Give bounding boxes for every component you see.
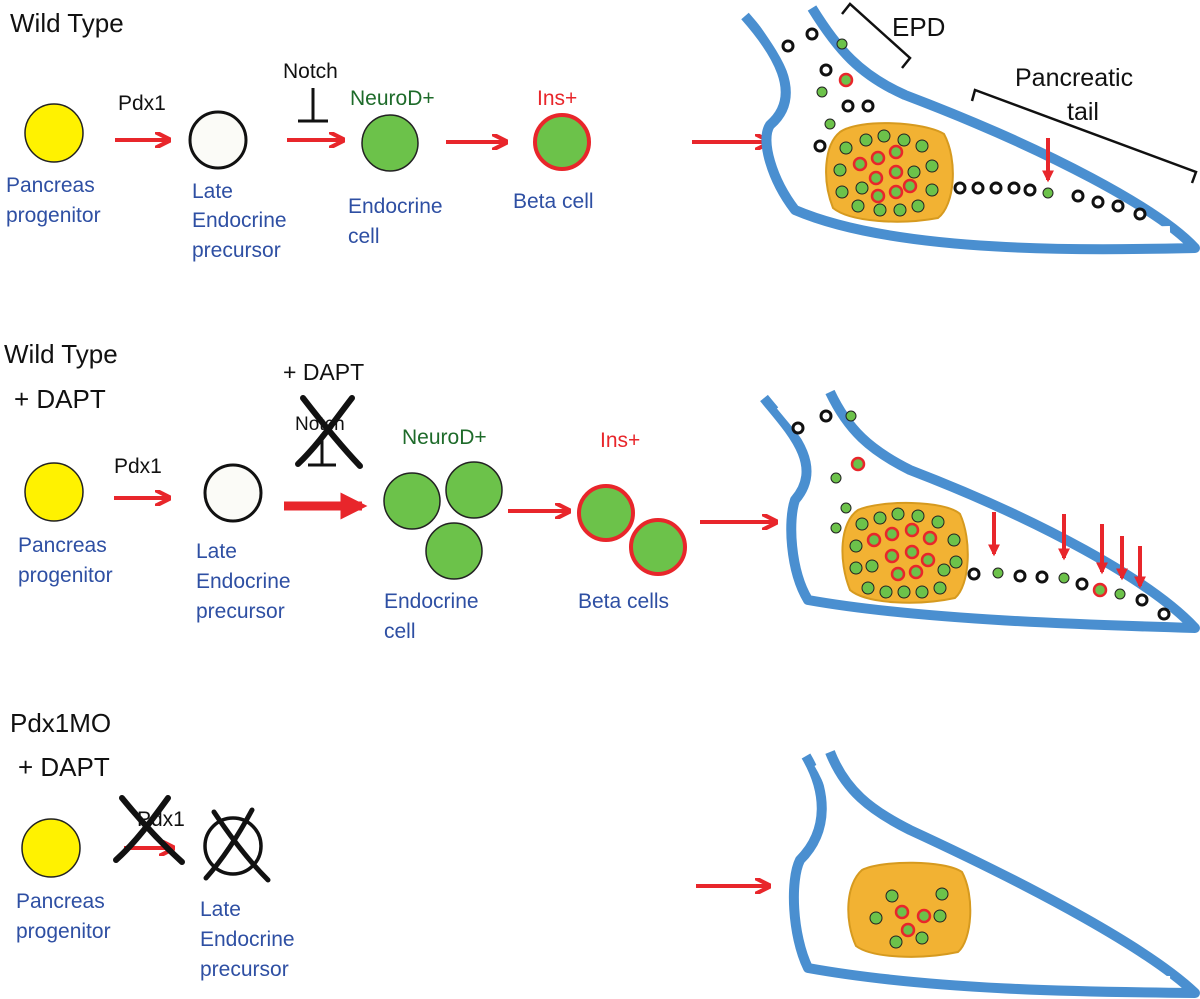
panel-wild-type: Wild Type Pancreas progenitor Pdx1 Late … [6, 2, 1200, 262]
islet-endocrine-cells [869, 887, 949, 949]
panel-title-1: Pdx1MO [10, 708, 111, 738]
precursor-label-1: Late [192, 180, 233, 203]
endocrine-label-1: Endocrine [384, 590, 479, 613]
beta-cell-2 [629, 518, 687, 576]
progenitor-label-2: progenitor [6, 204, 101, 227]
ins-label: Ins+ [537, 87, 577, 110]
islet-beta-cells [852, 144, 918, 204]
duct-outline [741, 5, 1200, 255]
duct-lumen [776, 403, 1171, 618]
duct-precursor-cells [791, 409, 1171, 621]
endocrine-label-2: cell [348, 225, 380, 248]
duct-outline [788, 750, 1200, 998]
precursor-label-1: Late [200, 898, 241, 921]
duct-beta-cells [850, 456, 1108, 598]
tail-label-1: Pancreatic [1015, 64, 1133, 92]
endocrine-cell [361, 114, 419, 172]
duct-lumen [758, 19, 1171, 235]
islet-endocrine-cells [849, 507, 963, 599]
endocrine-cell-3 [425, 522, 483, 580]
panel-pdx1mo-dapt: Pdx1MO + DAPT Pancreas progenitor Pdx1 L… [10, 708, 1200, 998]
beta-cell-1 [577, 484, 635, 542]
precursor-label-3: precursor [192, 239, 281, 262]
panel-title-1: Wild Type [4, 339, 118, 369]
islet-endocrine-cells [833, 129, 939, 217]
neurod-label: NeuroD+ [350, 87, 435, 110]
endocrine-cell-2 [445, 461, 503, 519]
ins-label: Ins+ [600, 429, 640, 452]
pancreas-progenitor-cell [21, 818, 81, 878]
precursor-label-3: precursor [196, 600, 285, 623]
islet [847, 861, 972, 958]
notch-inhibition-symbol [298, 88, 328, 123]
pdx1-label: Pdx1 [118, 92, 166, 115]
precursor-blocked-cross [203, 807, 271, 883]
precursor-label-3: precursor [200, 958, 289, 981]
pancreas-progenitor-cell [24, 462, 84, 522]
precursor-label-2: Endocrine [192, 209, 287, 232]
progenitor-label-1: Pancreas [6, 174, 95, 197]
duct-endocrine-cells [816, 38, 1054, 199]
precursor-label-2: Endocrine [196, 570, 291, 593]
late-endocrine-precursor-cell [203, 463, 263, 523]
progenitor-label-1: Pancreas [18, 534, 107, 557]
duct-endocrine-cells [830, 410, 1126, 600]
tail-label-2: tail [1067, 98, 1099, 126]
endocrine-cell-1 [383, 472, 441, 530]
islet-beta-cells [894, 904, 932, 938]
notch-label: Notch [283, 60, 338, 83]
neurod-label: NeuroD+ [402, 426, 487, 449]
duct-outline [760, 389, 1200, 633]
panel-title-2: + DAPT [14, 384, 106, 414]
late-endocrine-precursor-cell [188, 110, 248, 170]
pdx1-label: Pdx1 [114, 455, 162, 478]
duct-lumen [804, 761, 1171, 984]
pancreas-diagram [760, 389, 1200, 633]
precursor-label-1: Late [196, 540, 237, 563]
endocrine-label-2: cell [384, 620, 416, 643]
duct-beta-cell [838, 72, 854, 88]
progenitor-label-2: progenitor [18, 564, 113, 587]
precursor-label-2: Endocrine [200, 928, 295, 951]
endocrine-label-1: Endocrine [348, 195, 443, 218]
duct-precursor-cells [781, 27, 1147, 221]
neogenesis-arrows [988, 512, 1146, 589]
panel-wild-type-dapt: Wild Type + DAPT Pancreas progenitor Pdx… [4, 339, 1200, 643]
progenitor-label-2: progenitor [16, 920, 111, 943]
progenitor-label-1: Pancreas [16, 890, 105, 913]
panel-title-2: + DAPT [18, 752, 110, 782]
beta-label: Beta cell [513, 190, 594, 213]
panel-title: Wild Type [10, 8, 124, 38]
dapt-label: + DAPT [283, 359, 364, 385]
pancreas-diagram: EPD Pancreatic tail [741, 2, 1200, 255]
pdx1-blocked-cross [113, 795, 185, 865]
epd-label: EPD [892, 12, 945, 42]
islet-beta-cells [866, 522, 938, 582]
pancreas-progenitor-cell [24, 103, 84, 163]
beta-cell [533, 113, 591, 171]
notch-blocked-cross [295, 395, 363, 469]
pancreatic-tail-bracket [970, 88, 1198, 184]
epd-bracket [841, 2, 912, 69]
beta-label: Beta cells [578, 590, 669, 613]
pancreas-diagram [788, 750, 1200, 998]
